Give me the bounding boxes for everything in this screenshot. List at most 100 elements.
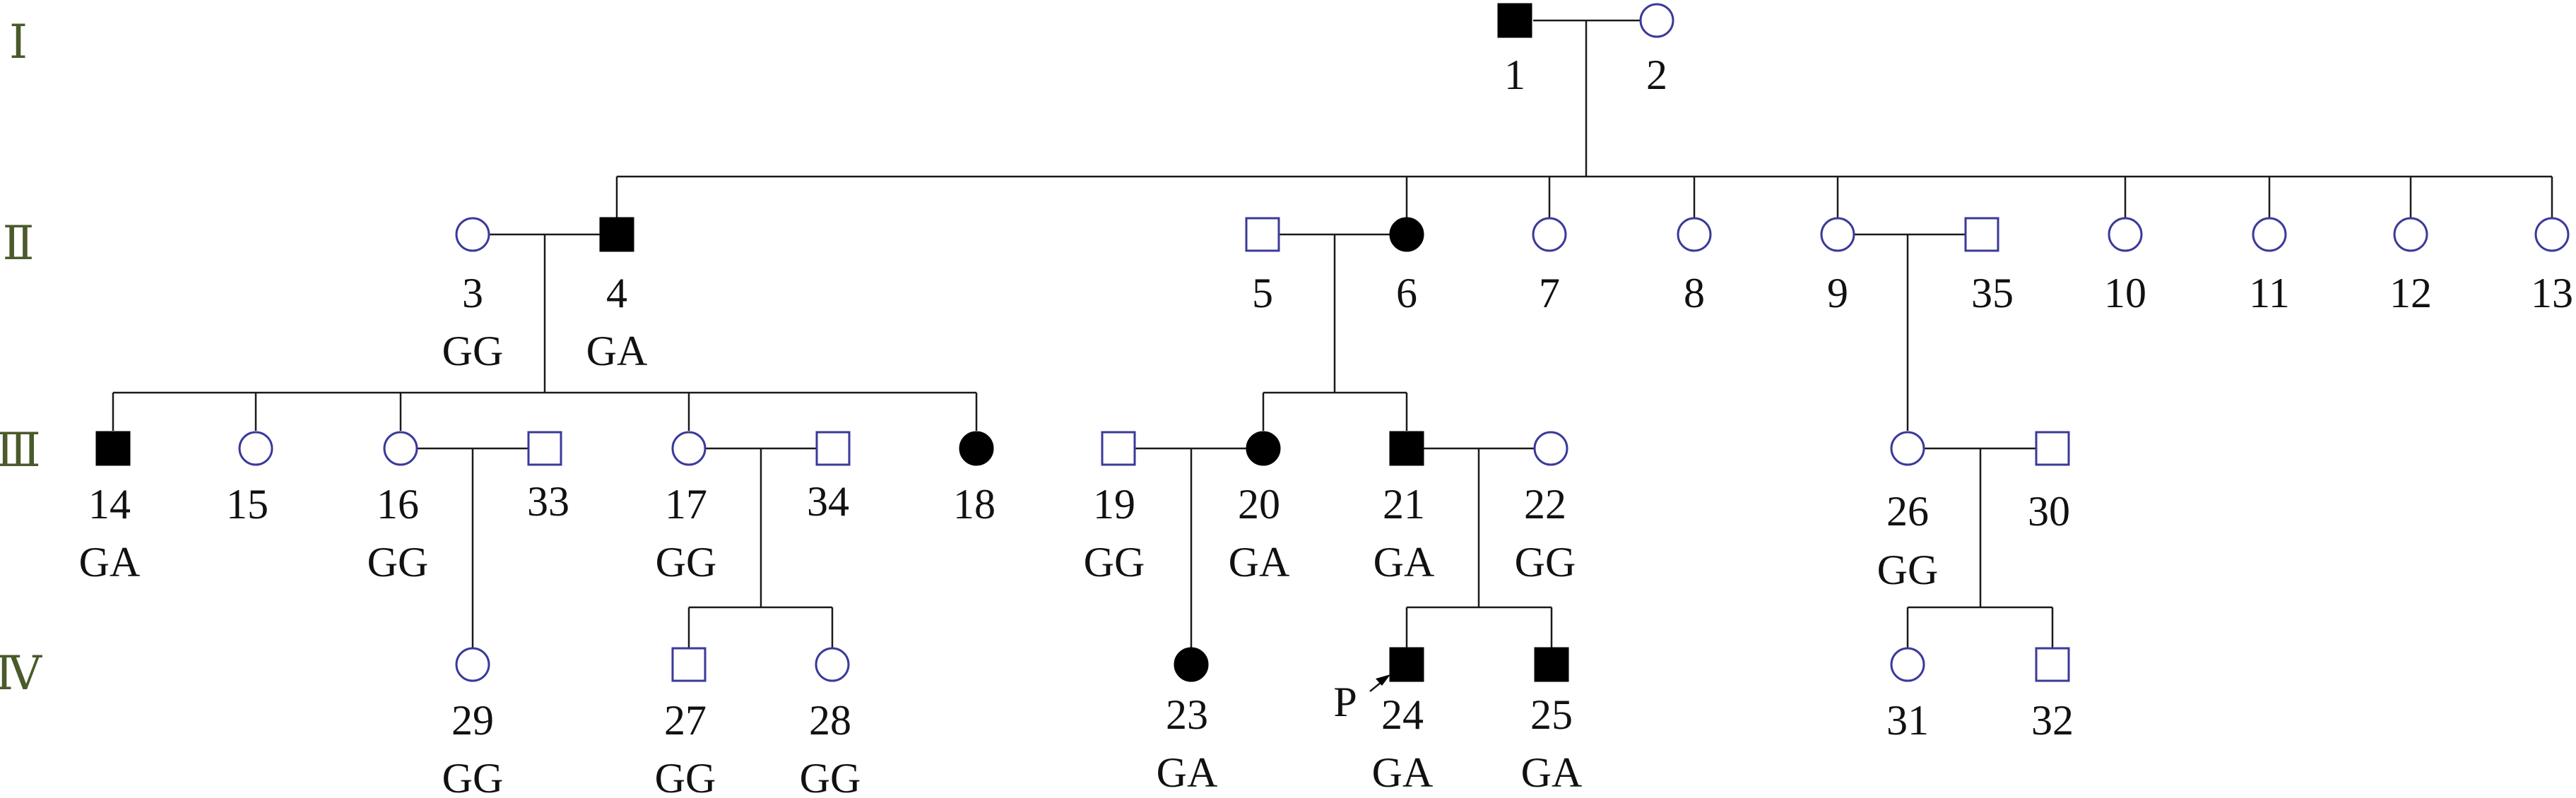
unaffected-female-symbol (1639, 3, 1674, 38)
genotype-label: GG (442, 755, 504, 798)
affected-male-symbol (599, 217, 634, 252)
generation-label-4: Ⅳ (0, 648, 42, 700)
individual-10: 10 (2104, 217, 2146, 316)
unaffected-female-symbol (671, 431, 707, 466)
unaffected-male-symbol (2035, 647, 2070, 682)
individual-8: 8 (1677, 217, 1712, 316)
unaffected-male-symbol (1964, 217, 1999, 252)
individual-35: 35 (1964, 217, 2014, 316)
unaffected-female-symbol (2108, 217, 2143, 252)
individual-2: 2 (1639, 3, 1674, 98)
affected-female-symbol (1174, 647, 1209, 682)
individual-19: 19 GG (1084, 431, 1145, 585)
unaffected-female-symbol (1533, 431, 1568, 466)
individual-id: 16 (377, 481, 419, 528)
individual-id: 2 (1646, 52, 1667, 98)
unaffected-female-symbol (1890, 647, 1925, 682)
individual-17: 17 GG (656, 431, 717, 585)
individual-16: 16 GG (367, 431, 429, 585)
individual-id: 6 (1396, 270, 1417, 316)
individual-33: 33 (527, 431, 569, 525)
individual-24: 24 GA P (1333, 647, 1433, 796)
individual-27: 27 GG (655, 647, 716, 798)
affected-female-symbol (959, 431, 994, 466)
individual-29: 29 GG (442, 647, 504, 798)
individual-id: 24 (1381, 691, 1424, 738)
individual-id: 35 (1971, 270, 2014, 316)
individual-id: 33 (527, 478, 569, 525)
genotype-label: GG (442, 328, 504, 374)
individual-id: 21 (1383, 481, 1425, 528)
individual-5: 5 (1245, 217, 1280, 316)
individual-13: 13 (2531, 217, 2573, 316)
individual-11: 11 (2249, 217, 2290, 316)
proband-arrow-head (1376, 674, 1390, 686)
individual-id: 8 (1684, 270, 1705, 316)
individual-id: 18 (953, 481, 995, 528)
individual-15: 15 (226, 431, 273, 528)
affected-female-symbol (1389, 217, 1424, 252)
unaffected-female-symbol (815, 647, 850, 682)
unaffected-female-symbol (1890, 431, 1925, 466)
individual-id: 34 (807, 478, 849, 525)
genotype-label: GA (1229, 539, 1290, 585)
genotype-label: GG (800, 755, 861, 798)
individual-id: 30 (2028, 488, 2070, 535)
genotype-label: GG (367, 539, 429, 585)
individual-id: 5 (1252, 270, 1273, 316)
individual-id: 9 (1827, 270, 1848, 316)
individual-28: 28 GG (800, 647, 861, 798)
generation-label-3: Ⅲ (0, 425, 41, 477)
individual-id: 32 (2031, 697, 2074, 744)
unaffected-male-symbol (1101, 431, 1136, 466)
unaffected-male-symbol (815, 431, 851, 466)
individual-30: 30 (2028, 431, 2070, 535)
affected-male-symbol (1389, 431, 1424, 466)
genotype-label: GA (79, 539, 141, 585)
individual-id: 17 (665, 481, 707, 528)
individual-id: 29 (451, 697, 494, 744)
genotype-label: GA (1521, 749, 1583, 796)
individual-id: 20 (1238, 481, 1280, 528)
unaffected-male-symbol (671, 647, 707, 682)
individual-22: 22 GG (1515, 431, 1576, 585)
genotype-label: GA (1157, 749, 1218, 796)
individual-id: 7 (1539, 270, 1560, 316)
pedigree-lines (112, 19, 2553, 692)
individual-id: 31 (1886, 697, 1929, 744)
individual-id: 1 (1504, 52, 1525, 98)
individual-id: 23 (1166, 691, 1208, 738)
affected-male-symbol (1497, 3, 1532, 38)
affected-male-symbol (1534, 647, 1569, 682)
individual-18: 18 (953, 431, 995, 528)
genotype-label: GA (586, 328, 648, 374)
individual-id: 22 (1524, 481, 1566, 528)
individual-12: 12 (2389, 217, 2432, 316)
individual-id: 11 (2249, 270, 2290, 316)
individual-id: 19 (1093, 481, 1135, 528)
individual-id: 3 (462, 270, 483, 316)
individual-9: 9 (1820, 217, 1855, 316)
individual-26: 26 GG (1877, 431, 1938, 593)
individual-id: 26 (1886, 488, 1929, 535)
genotype-label: GG (656, 539, 717, 585)
individual-id: 13 (2531, 270, 2573, 316)
individual-25: 25 GA (1521, 647, 1583, 796)
unaffected-male-symbol (2035, 431, 2070, 466)
unaffected-female-symbol (1532, 217, 1567, 252)
individual-7: 7 (1532, 217, 1567, 316)
genotype-label: GG (1515, 539, 1576, 585)
individual-id: 28 (809, 697, 851, 744)
individual-14: 14 GA (79, 431, 141, 585)
individual-id: 14 (88, 481, 131, 528)
affected-male-symbol (1389, 647, 1424, 682)
individual-34: 34 (807, 431, 851, 525)
affected-male-symbol (95, 431, 131, 466)
individual-20: 20 GA (1229, 431, 1290, 585)
unaffected-female-symbol (1820, 217, 1855, 252)
unaffected-male-symbol (527, 431, 562, 466)
genotype-label: GG (655, 755, 716, 798)
unaffected-female-symbol (383, 431, 418, 466)
genotype-label: GG (1084, 539, 1145, 585)
